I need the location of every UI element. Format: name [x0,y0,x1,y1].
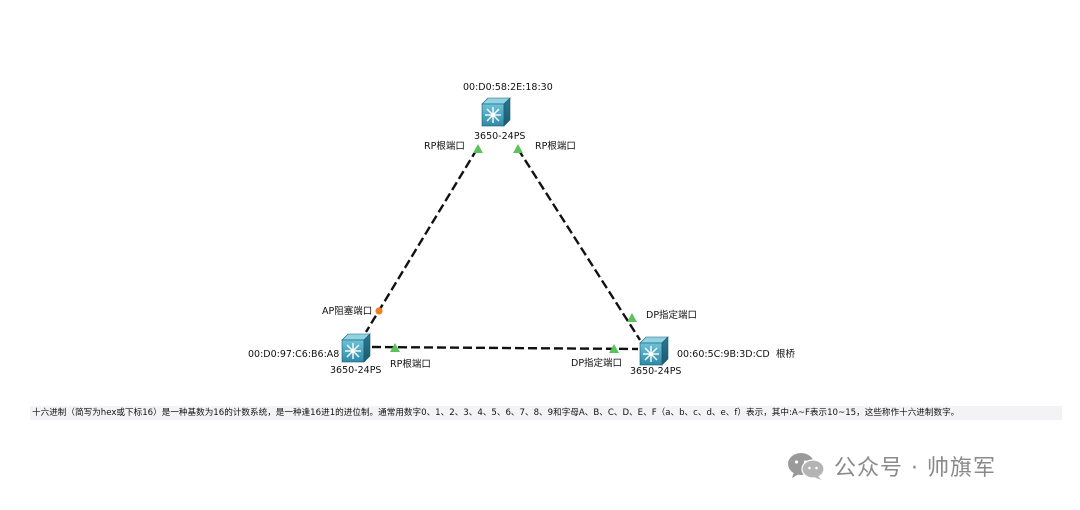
link-top-left [364,148,479,333]
port-indicator-right-bottom [609,344,619,353]
switch-left[interactable] [341,333,371,363]
switch-top[interactable] [481,97,511,127]
switch-left-mac: 00:D0:97:C6:B6:A8 [248,349,339,360]
wechat-icon [788,453,825,480]
port-indicator-left-top [375,307,383,315]
port-indicator-top-left [473,144,483,153]
port-indicator-left-bottom [390,343,400,352]
watermark: 公众号 · 帅旗军 [786,450,996,482]
port-indicator-top-right [513,144,523,153]
port-label-top-left: RP根端口 [424,140,465,152]
link-top-right [516,148,642,341]
switch-right-mac: 00:60:5C:9B:3D:CD [677,349,770,360]
hex-description-text: 十六进制（简写为hex或下标16）是一种基数为16的计数系统，是一种逢16进1的… [30,406,1062,420]
port-label-top-right: RP根端口 [535,140,576,152]
root-bridge-label: 根桥 [776,348,796,360]
switch-top-mac: 00:D0:58:2E:18:30 [463,82,553,93]
port-label-left-bottom: RP根端口 [390,358,431,370]
port-label-right-bottom: DP指定端口 [571,357,622,369]
switch-left-model: 3650-24PS [330,365,381,376]
network-topology-diagram: 00:D0:58:2E:18:30 3650-24PS RP根端口 RP根端口 … [248,82,796,377]
switch-right[interactable] [639,336,669,366]
port-indicator-right-top [627,313,637,322]
link-bottom [371,345,639,351]
switch-right-model: 3650-24PS [630,366,681,377]
port-label-right-top: DP指定端口 [646,309,697,321]
port-label-left-top: AP阻塞端口 [322,305,372,317]
watermark-text: 公众号 · 帅旗军 [834,456,996,481]
switch-top-model: 3650-24PS [474,131,525,142]
